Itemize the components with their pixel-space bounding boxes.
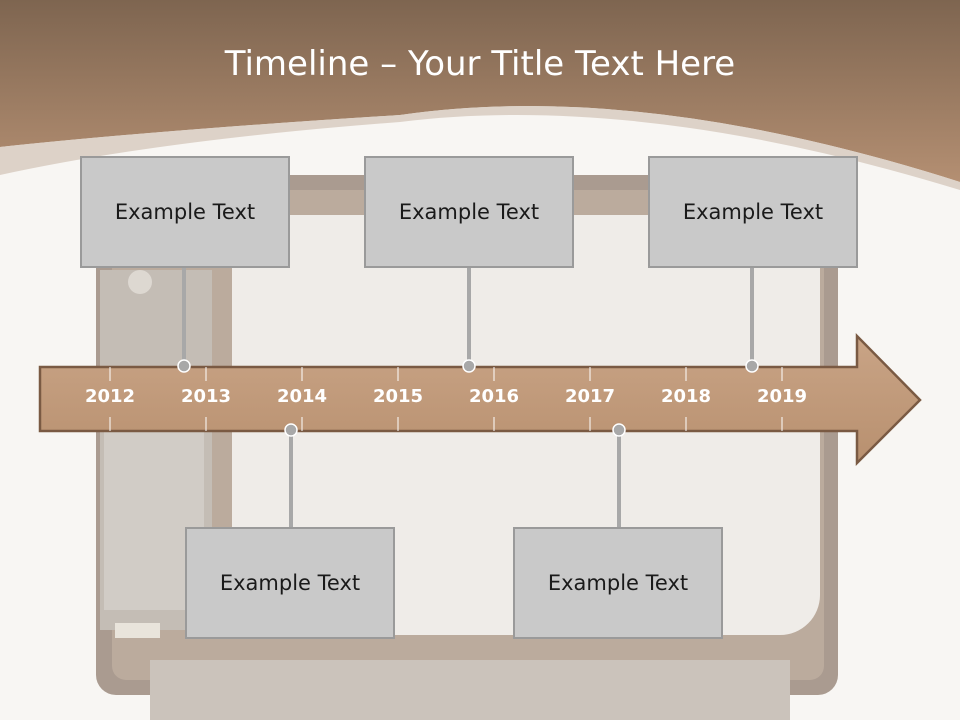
year-label: 2014: [276, 386, 328, 407]
event-box-bottom-1[interactable]: Example Text: [185, 527, 395, 639]
event-box-top-2[interactable]: Example Text: [364, 156, 574, 268]
year-label: 2015: [372, 386, 424, 407]
event-box-bottom-2[interactable]: Example Text: [513, 527, 723, 639]
event-box-top-3[interactable]: Example Text: [648, 156, 858, 268]
year-label: 2016: [468, 386, 520, 407]
event-label: Example Text: [547, 571, 689, 595]
event-label: Example Text: [219, 571, 361, 595]
connector-lines: [182, 268, 754, 527]
header-curve-highlight: [0, 106, 960, 190]
timeline-arrow: [38, 332, 922, 467]
event-label: Example Text: [114, 200, 256, 224]
event-label: Example Text: [398, 200, 540, 224]
event-box-top-1[interactable]: Example Text: [80, 156, 290, 268]
tick-marks: [109, 367, 783, 431]
year-label: 2013: [180, 386, 232, 407]
header-band: [0, 0, 960, 182]
year-label: 2019: [756, 386, 808, 407]
event-label: Example Text: [682, 200, 824, 224]
year-label: 2017: [564, 386, 616, 407]
connector-dots: [177, 359, 759, 437]
year-label: 2018: [660, 386, 712, 407]
slide-title: Timeline – Your Title Text Here: [224, 44, 736, 84]
year-label: 2012: [84, 386, 136, 407]
